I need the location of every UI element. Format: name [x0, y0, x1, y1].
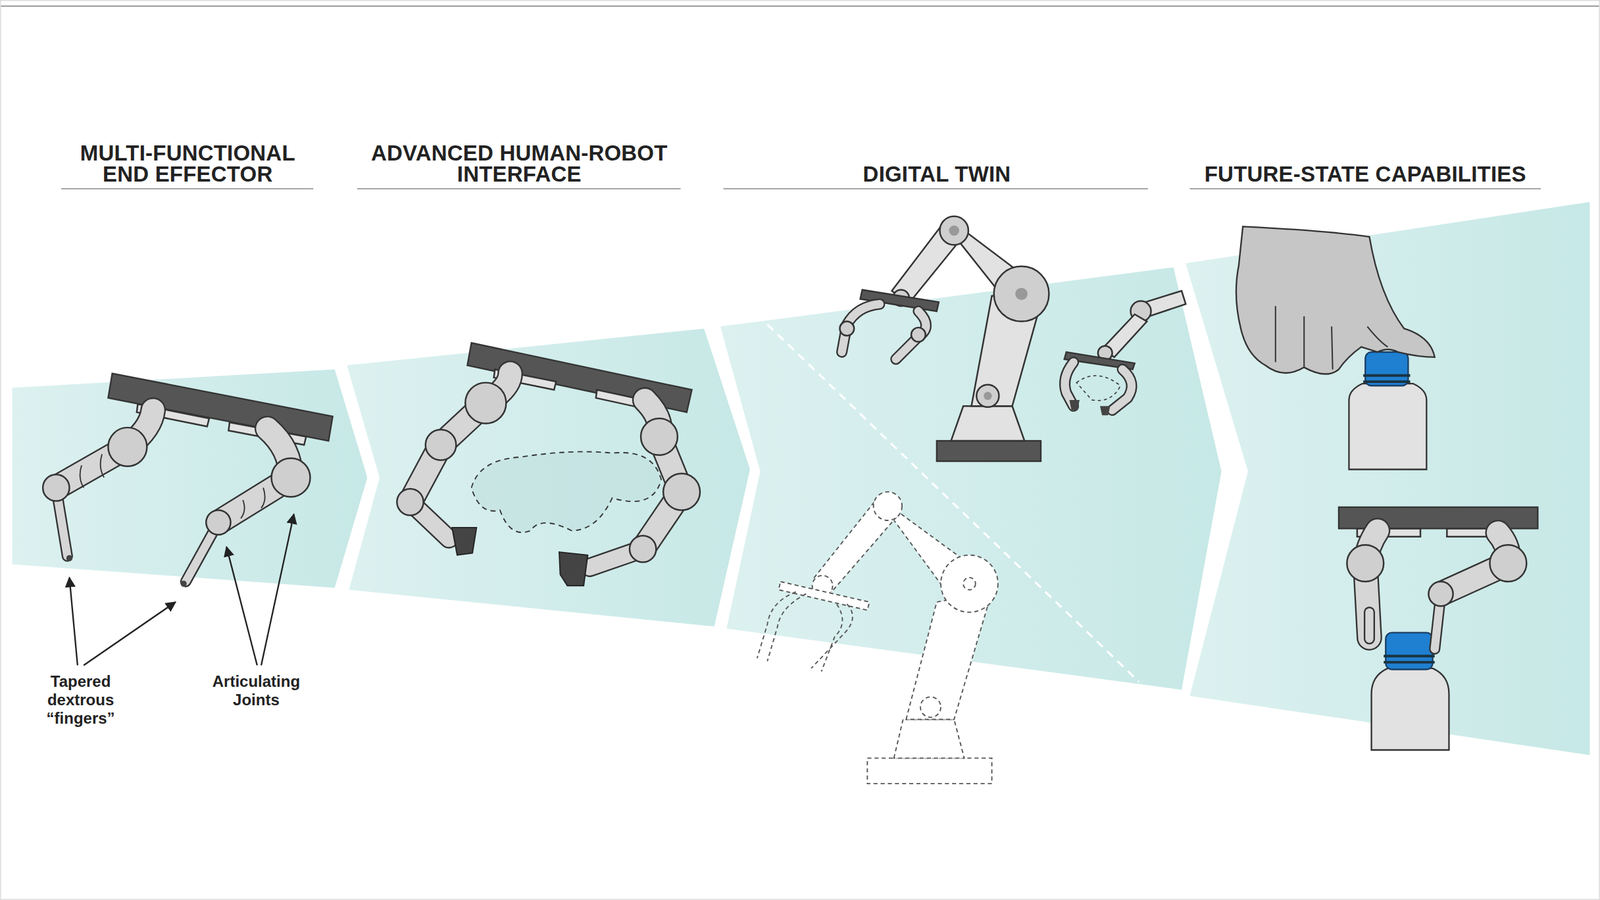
hri-gripper-part: [640, 418, 678, 456]
end-effector-part: [42, 474, 70, 501]
robot-and-bottle-part: [1363, 612, 1375, 639]
hri-gripper-part: [396, 488, 424, 516]
illustration-part: [0, 5, 1600, 7]
ghost-robot-part: [778, 581, 870, 610]
digital-twin-robot-part: [842, 303, 927, 360]
digital-twin-robot-part: [948, 225, 960, 237]
digital-twin-robot-part: [994, 266, 1050, 322]
human-hand-and-bottle-part: [1363, 375, 1410, 382]
end-effector-part: [80, 453, 266, 519]
leader-arrows-part: [226, 546, 258, 666]
robot-and-bottle-part: [1428, 581, 1453, 606]
hri-gripper-part: [425, 429, 457, 461]
hri-gripper-part: [410, 373, 511, 502]
section-underlines-part: [357, 188, 681, 190]
end-effector-part: [180, 580, 187, 587]
hri-gripper-part: [451, 527, 477, 556]
section-heading: DIGITAL TWIN: [784, 163, 1089, 185]
robot-and-bottle-part: [1489, 544, 1527, 582]
ghost-robot-part: [940, 555, 999, 613]
leader-arrows-part: [69, 577, 77, 666]
section-underlines-part: [723, 188, 1149, 190]
teal-band: [12, 201, 1591, 756]
digital-twin-robot-part: [842, 303, 927, 360]
robot-and-bottle-part: [1346, 544, 1384, 582]
section-underlines: [61, 188, 1541, 190]
hri-gripper-part: [629, 535, 656, 562]
callout-label: Tapered dextrous “fingers”: [38, 672, 123, 728]
human-hand-and-bottle: [1236, 226, 1435, 470]
ghost-robot-part: [963, 577, 976, 591]
digital-twin-robot-part: [939, 216, 968, 245]
teal-band-part: [12, 369, 368, 588]
digital-twin-robot-part: [1069, 400, 1110, 416]
digital-twin-robot-part: [911, 327, 926, 343]
ghost-robot-part: [867, 757, 992, 784]
hri-gripper-part: [465, 382, 506, 424]
digital-twin-robot-part: [1076, 375, 1121, 401]
ghost-robot-part: [767, 594, 843, 672]
ghost-robot-part: [905, 592, 992, 720]
hri-gripper-part: [559, 551, 588, 586]
ghost-robot: [757, 492, 999, 785]
end-effector-part: [205, 510, 231, 535]
robot-and-bottle: [1338, 507, 1538, 750]
human-hand-and-bottle-part: [1236, 226, 1435, 374]
digital-twin-robot: [839, 216, 1186, 462]
end-effector-part: [107, 427, 147, 467]
robot-and-bottle-part: [1371, 668, 1450, 750]
robot-and-bottle-part: [1383, 655, 1435, 662]
digital-twin-robot-part: [1015, 287, 1028, 300]
ghost-robot-part: [894, 719, 965, 758]
end-effector-part: [66, 555, 73, 562]
hri-gripper: [396, 342, 700, 586]
section-underlines-part: [61, 188, 314, 190]
section-heading: FUTURE-STATE CAPABILITIES: [1186, 163, 1545, 185]
hri-gripper-part: [410, 373, 511, 502]
end-effector: [42, 373, 333, 587]
human-hand-and-bottle-part: [1348, 383, 1427, 470]
teal-band-part: [1185, 201, 1590, 756]
leader-arrows-part: [83, 601, 176, 666]
digital-twin-robot-part: [976, 384, 999, 408]
robot-and-bottle-part: [1385, 632, 1433, 670]
human-hand-and-bottle-part: [1275, 305, 1389, 370]
section-underlines-part: [1189, 188, 1541, 190]
end-effector-part: [55, 410, 153, 489]
digital-twin-robot-part: [983, 392, 992, 400]
robot-and-bottle-part: [1365, 612, 1374, 639]
teal-band-part: [346, 328, 750, 627]
hri-gripper-part: [663, 473, 700, 511]
ghost-robot-part: [920, 696, 941, 718]
end-effector-part: [55, 410, 153, 489]
digital-twin-robot-part: [951, 405, 1025, 441]
ghost-robot-part: [873, 492, 902, 521]
hri-gripper-part: [471, 451, 662, 533]
section-heading: MULTI-FUNCTIONAL END EFFECTOR: [73, 142, 302, 185]
end-effector-part: [271, 457, 311, 497]
callout-label: Articulating Joints: [207, 672, 306, 710]
section-heading: ADVANCED HUMAN-ROBOT INTERFACE: [361, 142, 677, 185]
digital-twin-robot-part: [936, 440, 1041, 462]
ghost-robot-part: [757, 592, 853, 669]
digital-twin-robot-part: [839, 321, 854, 337]
leader-arrows-part: [261, 514, 295, 666]
leader-arrows: [69, 514, 294, 666]
